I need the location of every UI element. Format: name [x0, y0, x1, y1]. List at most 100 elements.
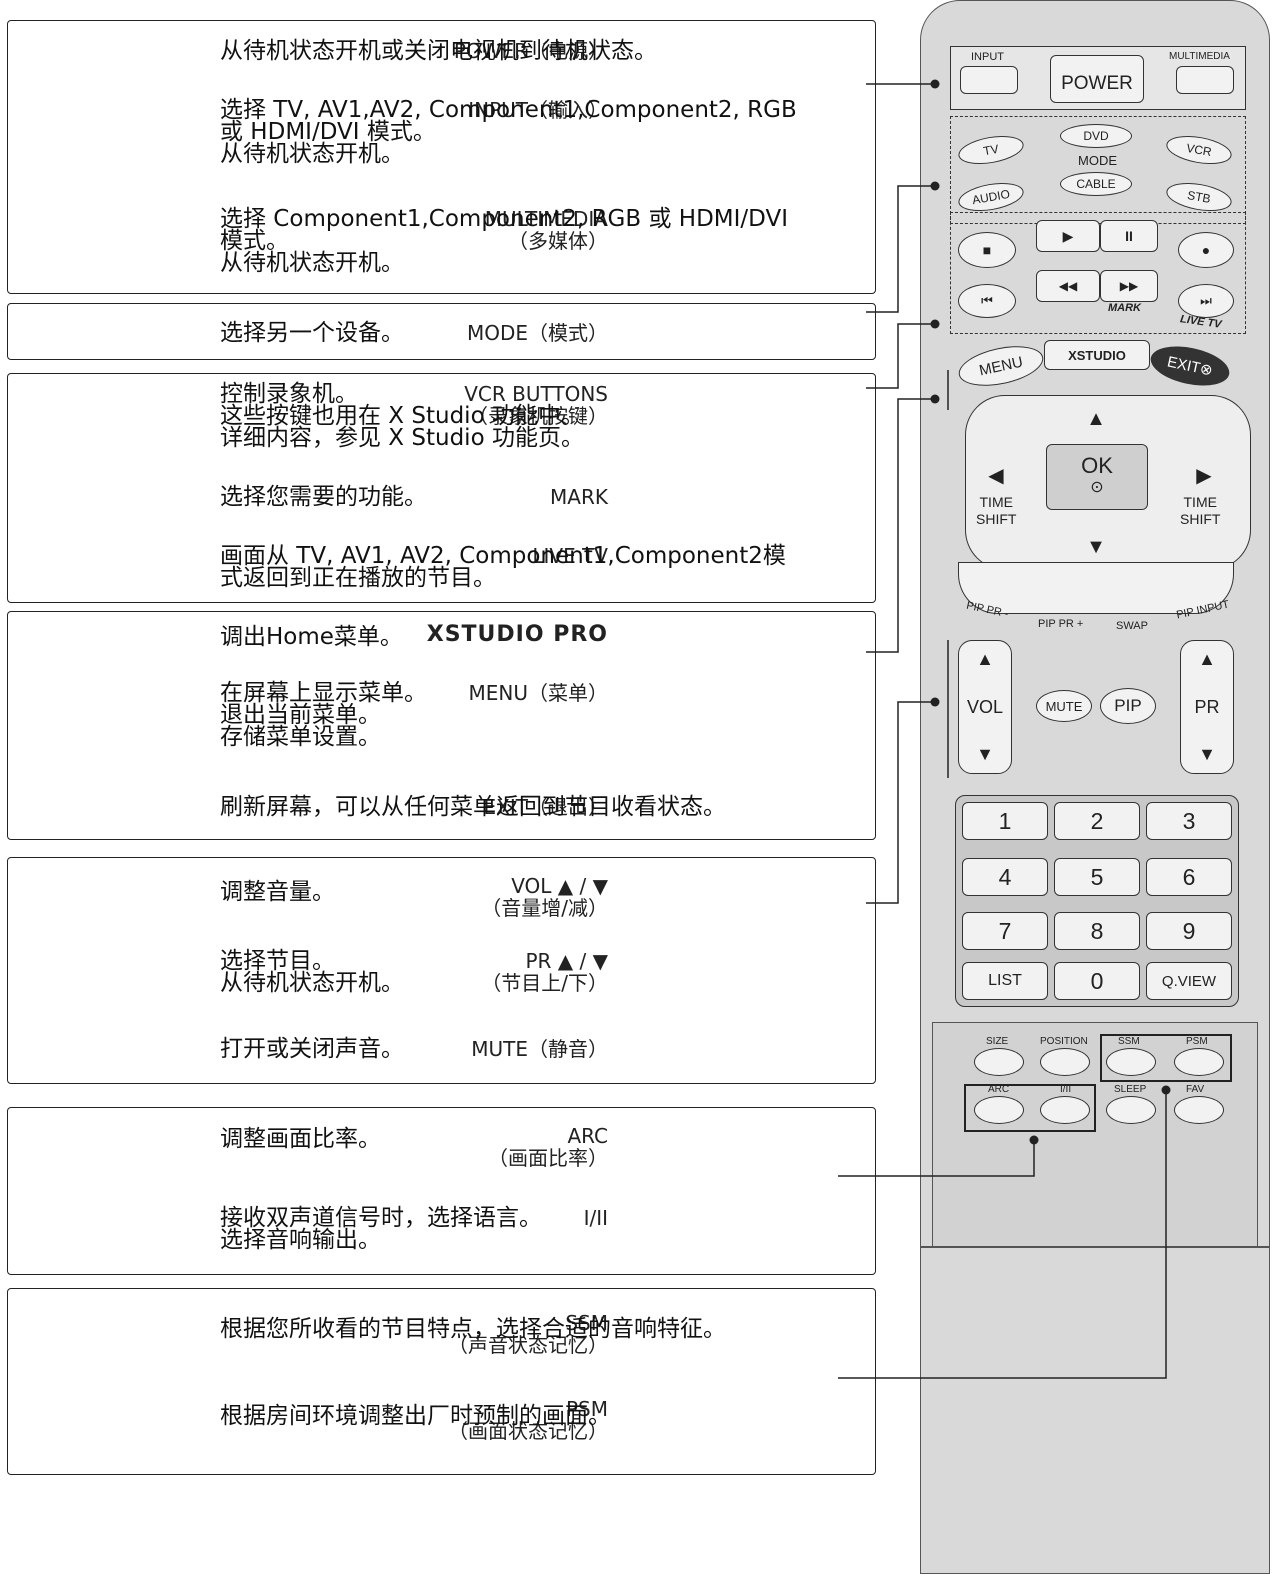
psm-button[interactable] [1174, 1048, 1224, 1076]
input-button[interactable] [960, 66, 1018, 94]
ok-dot-icon: ⊙ [1090, 479, 1104, 496]
swap-label: SWAP [1116, 620, 1148, 632]
key-9[interactable]: 9 [1146, 912, 1232, 950]
ssm-button[interactable] [1106, 1048, 1156, 1076]
label-arc: ARC（画面比率） [488, 1124, 608, 1170]
section-power [7, 20, 876, 294]
stop-button[interactable]: ■ [958, 232, 1016, 268]
prev-button[interactable]: ⏮ [958, 284, 1016, 318]
desc-live-tv: 画面从 TV, AV1, AV2, Component1,Component2模… [220, 543, 786, 591]
down-button[interactable]: ▼ [1086, 536, 1106, 558]
ok-button[interactable]: OK ⊙ [1046, 444, 1148, 510]
key-1[interactable]: 1 [962, 802, 1048, 840]
vcr-panel [950, 212, 1246, 334]
desc-vol: 调整音量。 [220, 879, 335, 905]
size-label: SIZE [986, 1036, 1009, 1047]
desc-psm: 根据房间环境调整出厂时预制的画面。 [220, 1403, 611, 1429]
vol-up-icon: ▲ [976, 649, 994, 669]
desc-power: 从待机状态开机或关闭电视机到待机状态。 [220, 38, 657, 64]
key-7[interactable]: 7 [962, 912, 1048, 950]
size-button[interactable] [974, 1048, 1024, 1076]
pip-bar[interactable] [958, 562, 1234, 614]
desc-vcr-buttons: 控制录象机。这些按键也用在 X Studio 功能中。详细内容，参见 X Stu… [220, 381, 584, 451]
key-2[interactable]: 2 [1054, 802, 1140, 840]
section-mode [7, 303, 876, 360]
label-live-tv: LIVE TV [532, 544, 608, 568]
label-exit: EXIT（退出） [483, 795, 608, 819]
next-button[interactable]: ⏭ [1178, 284, 1234, 318]
section-arc [7, 1107, 876, 1275]
label-mark: MARK [550, 485, 608, 509]
label-mode: MODE（模式） [466, 321, 608, 345]
position-button[interactable] [1040, 1048, 1090, 1076]
pip-button[interactable]: PIP [1100, 688, 1156, 724]
pr-down-icon: ▼ [1198, 744, 1216, 764]
arc-i-ii-frame [964, 1084, 1096, 1132]
key-6[interactable]: 6 [1146, 858, 1232, 896]
power-button[interactable]: POWER [1050, 55, 1144, 103]
section-vcr [7, 373, 876, 603]
label-vcr-buttons: VCR BUTTONS（录象机按键） [464, 382, 608, 428]
vol-label: VOL [966, 696, 1004, 717]
label-pr: PR ▲ / ▼（节目上/下） [481, 949, 608, 995]
pr-rocker[interactable]: ▲ PR ▼ [1180, 640, 1234, 774]
list-button[interactable]: LIST [962, 962, 1048, 1000]
mode-label: MODE [1078, 153, 1117, 168]
ok-label: OK [1081, 453, 1113, 478]
up-button[interactable]: ▲ [1086, 407, 1106, 430]
desc-exit: 刷新屏幕，可以从任何菜单返回到节目收看状态。 [220, 794, 726, 820]
key-5[interactable]: 5 [1054, 858, 1140, 896]
desc-ssm: 根据您所收看的节目特点，选择合适的音响特征。 [220, 1316, 726, 1342]
desc-xstudio: 调出Home菜单。 [220, 624, 403, 650]
pr-up-icon: ▲ [1198, 649, 1216, 669]
desc-arc: 调整画面比率。 [220, 1126, 381, 1152]
multimedia-button[interactable] [1176, 66, 1234, 94]
desc-multimedia: 选择 Component1,Component2, RGB 或 HDMI/DVI… [220, 206, 788, 276]
key-8[interactable]: 8 [1054, 912, 1140, 950]
xstudio-button[interactable]: XSTUDIO [1044, 340, 1150, 370]
label-ssm: SSM（声音状态记忆） [448, 1311, 608, 1357]
key-4[interactable]: 4 [962, 858, 1048, 896]
section-ssm [7, 1288, 876, 1475]
desc-mode: 选择另一个设备。 [220, 320, 404, 346]
label-multimedia: MULTIMEDIA（多媒体） [484, 207, 608, 253]
ssm-psm-frame [1100, 1034, 1232, 1082]
label-input: INPUT（输入） [468, 98, 608, 122]
key-0[interactable]: 0 [1054, 962, 1140, 1000]
label-i-ii: I/II [583, 1206, 608, 1230]
qview-button[interactable]: Q.VIEW [1146, 962, 1232, 1000]
i-ii-label: I/II [1060, 1084, 1072, 1095]
position-label: POSITION [1040, 1036, 1088, 1047]
mute-button[interactable]: MUTE [1036, 690, 1092, 722]
pause-button[interactable]: II [1100, 220, 1158, 252]
dvd-button[interactable]: DVD [1060, 124, 1132, 148]
pip-pr-plus-label: PIP PR + [1038, 618, 1084, 630]
cable-button[interactable]: CABLE [1060, 172, 1132, 196]
right-button[interactable]: ▶ [1196, 464, 1212, 487]
mark-label: MARK [1108, 302, 1141, 314]
input-label: INPUT [971, 51, 1004, 63]
label-power: POWER（电源） [453, 39, 608, 63]
i-ii-button[interactable] [1040, 1096, 1090, 1124]
lower-panel-edge [920, 1246, 1270, 1248]
play-button[interactable]: ▶ [1036, 220, 1100, 252]
record-button[interactable]: ● [1178, 232, 1234, 268]
pr-label: PR [1194, 696, 1220, 717]
vol-down-icon: ▼ [976, 744, 994, 764]
fav-button[interactable] [1174, 1096, 1224, 1124]
sleep-button[interactable] [1106, 1096, 1156, 1124]
fast-forward-button[interactable]: ▶▶ [1100, 270, 1158, 302]
desc-pr: 选择节目。从待机状态开机。 [220, 948, 404, 996]
arc-button[interactable] [974, 1096, 1024, 1124]
desc-i-ii: 接收双声道信号时，选择语言。选择音响输出。 [220, 1205, 542, 1253]
key-3[interactable]: 3 [1146, 802, 1232, 840]
rewind-button[interactable]: ◀◀ [1036, 270, 1100, 302]
label-mute: MUTE（静音） [471, 1037, 608, 1061]
multimedia-label: MULTIMEDIA [1169, 51, 1230, 62]
left-button[interactable]: ◀ [988, 464, 1004, 487]
sleep-label: SLEEP [1114, 1084, 1147, 1095]
vol-rocker[interactable]: ▲ VOL ▼ [958, 640, 1012, 774]
